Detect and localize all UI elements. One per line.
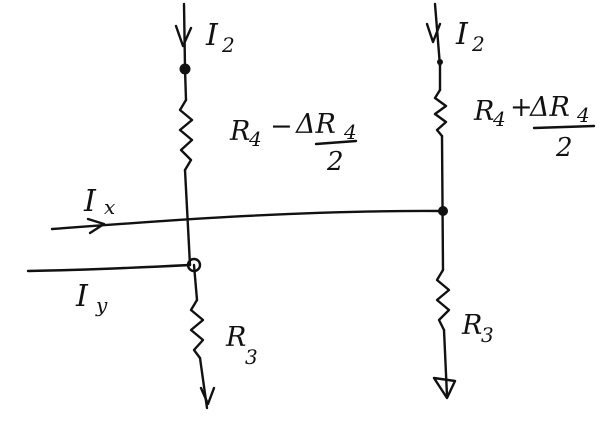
label-r4-plus: R 4 + ΔR 4 2 [473,92,596,163]
right-top-arrow [425,22,442,44]
r3-right-name: R [461,310,482,341]
left-wire-to-r3 [192,263,199,302]
r3-left-sub: 3 [245,345,258,369]
left-branch [174,2,216,410]
r4-left-delta-sub: 4 [343,120,357,144]
r4-right-delta-sub: 4 [576,103,590,127]
i2-left-main: I [205,18,219,53]
right-branch [425,2,457,400]
r3-right-sub: 3 [481,323,494,347]
label-i2-left: I 2 [205,18,235,57]
r4-right-sub: 4 [492,107,506,131]
right-bottom-wire [442,328,449,398]
resistor-r4-left [178,98,194,172]
label-ix: I x [83,184,115,219]
r4-left-name: R [229,116,250,147]
label-i2-right: I 2 [455,17,485,56]
resistor-r4-right [433,88,448,138]
r4-left-den: 2 [326,147,344,177]
right-bottom-arrow [432,376,457,400]
r4-right-op: + [510,92,533,123]
left-wire-to-r4 [183,67,188,102]
r4-left-fraction-bar [314,139,358,146]
label-iy: I y [75,279,108,317]
right-mid-wire [440,134,445,272]
i2-left-sub: 2 [221,33,235,57]
ix-wire [50,209,445,231]
r3-left-name: R [225,322,246,353]
r4-left-delta: ΔR [295,109,336,140]
i2-right-sub: 2 [471,32,485,56]
ix-main: I [83,184,97,219]
label-r4-minus: R 4 − ΔR 4 2 [229,109,358,177]
r4-right-fraction-bar [532,124,596,130]
ix-sub: x [104,195,115,219]
r4-left-sub: 4 [248,127,262,151]
r4-right-name: R [473,96,494,127]
left-top-arrow [174,24,193,48]
label-r3-right: R 3 [461,310,494,347]
resistor-r3-left [189,298,205,360]
iy-main: I [75,279,89,314]
iy-wire [26,263,192,273]
r4-right-den: 2 [555,133,573,163]
i2-right-main: I [455,17,469,52]
left-top-wire [182,2,187,70]
iy-sub: y [95,293,108,317]
right-top-wire [433,2,442,68]
ix-arrow [86,217,106,235]
r4-left-op: − [270,111,293,142]
r4-right-delta: ΔR [529,92,570,123]
left-mid-wire [183,168,192,267]
left-bottom-arrow [199,386,216,406]
label-r3-left: R 3 [225,322,258,369]
resistor-r3-right [435,268,451,332]
